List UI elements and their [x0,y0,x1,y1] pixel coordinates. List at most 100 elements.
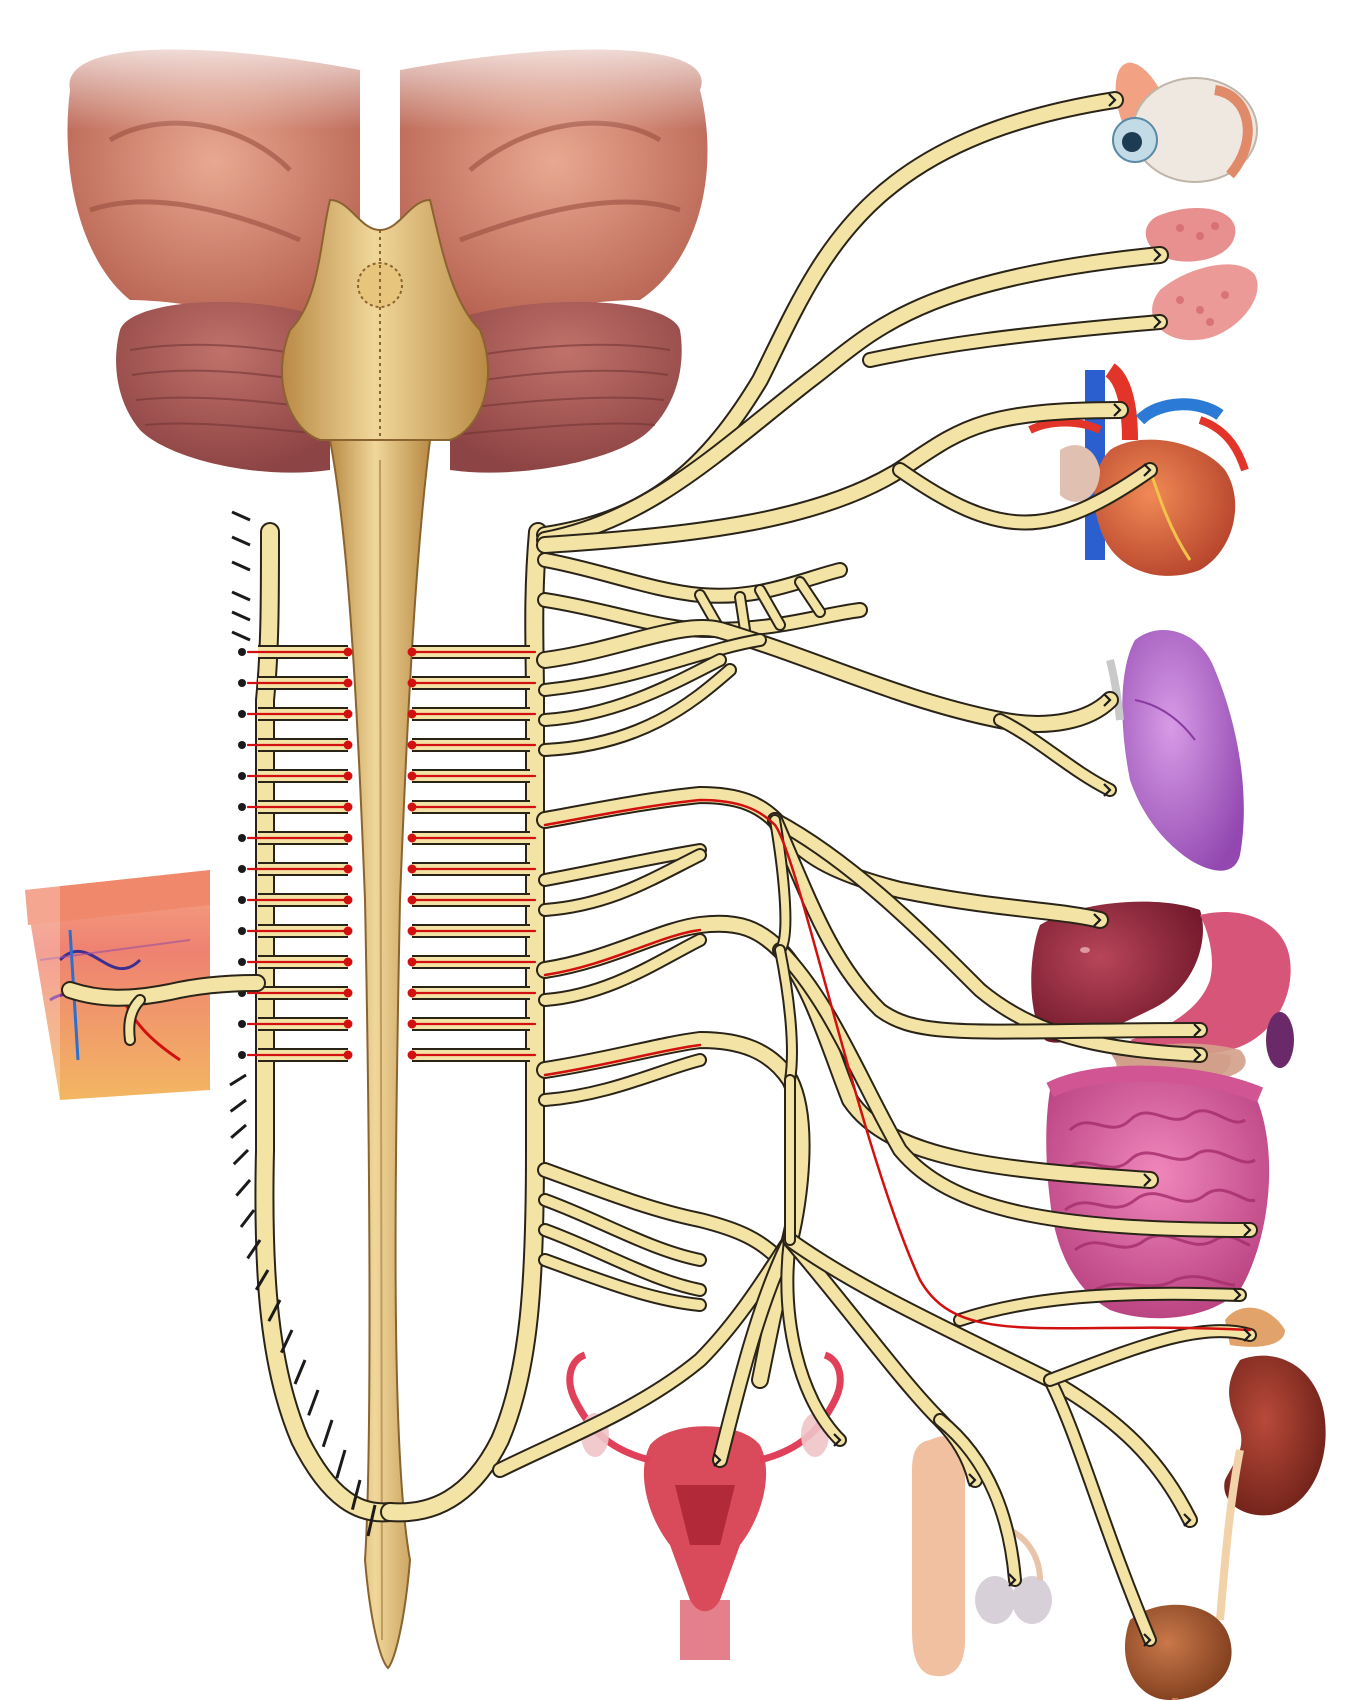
lumbar-4 [538,1253,707,1312]
axon-to-mesenteric [543,1043,702,1077]
nerve-ending [1193,1023,1202,1037]
axon-terminal [407,895,417,905]
gray-ramus [246,1239,262,1260]
gray-ramus [231,590,251,602]
nerve-to-bladder [1043,1373,1157,1647]
nerve-to-salivary-gland-2 [862,314,1168,368]
spinal-cord [328,439,432,1670]
nerve-ending [1193,1048,1202,1062]
ramus-end [238,1051,246,1059]
ramus-end [238,1020,246,1028]
axon-terminal [343,864,353,874]
axon-terminal [343,1050,353,1060]
nerve-to-adrenal [1043,1324,1257,1387]
nerve-ending [1093,913,1102,927]
axon-terminal [407,709,417,719]
gray-ramus [235,1179,252,1197]
gray-ramus [254,1269,270,1291]
nerve-ending [1243,1328,1252,1342]
intestines [1046,1065,1270,1319]
gray-rami-ticks [229,510,377,1537]
lumbar-1 [537,1162,788,1268]
gray-ramus [335,1449,347,1479]
ramus-end [238,710,246,718]
axon-terminal [343,833,353,843]
skin-nerve [61,974,266,1046]
axon-terminal [407,678,417,688]
nerve-endings [713,93,1252,1647]
ramus-end [238,803,246,811]
nerve-ending [1143,463,1152,477]
ramus-end [238,865,246,873]
axon-terminal [343,647,353,657]
axon-to-celiac [543,928,702,977]
ramus-end [238,679,246,687]
spleen [1266,1012,1294,1068]
skin-section [0,850,210,1110]
splanchnic-4 [538,1053,707,1107]
ramus-end [238,772,246,780]
gray-ramus [350,1479,362,1510]
nerve-to-kidney [782,1232,1198,1528]
axon-terminal [407,647,417,657]
gray-ramus [239,1209,256,1228]
axon-terminal [343,926,353,936]
nerve-to-lung [536,618,1119,733]
axon-terminal [343,678,353,688]
gray-ramus [366,1504,377,1537]
lung [1106,630,1244,871]
axon-terminal [343,740,353,750]
nerve-to-stomach [767,812,1208,1040]
gray-ramus [307,1389,320,1416]
gray-ramus [267,1299,282,1322]
ganglion-link-1 [769,814,792,956]
axon-terminal [407,740,417,750]
ramus-end [238,927,246,935]
lumbar-3 [538,1223,707,1297]
nerve-to-salivary-gland [536,246,1169,549]
nerve-to-heart [536,401,1129,554]
splanchnic-2 [538,848,707,917]
nerve-to-lung-5 [538,663,737,757]
axon-terminal [343,957,353,967]
nerve-ending [1143,1173,1152,1187]
gray-ramus [230,1123,247,1139]
nerve-ending [1103,693,1112,707]
preganglionic-axons [246,647,1252,1332]
axon-terminal [343,802,353,812]
cervical-plexus-rungs [694,576,826,636]
ramus-end [238,834,246,842]
gray-ramus [231,630,251,642]
sympathetic-chain-right [380,522,548,1523]
axon-terminal [343,895,353,905]
eye [1112,62,1258,183]
nerve-to-uterus-2 [780,1233,847,1447]
gray-ramus [231,610,251,622]
nerve-ending [1183,1513,1192,1527]
nerve-to-uterus [712,1232,798,1468]
nerve-to-lung-2 [538,633,767,697]
gray-ramus [229,1073,247,1087]
nerve-to-colon [772,942,1258,1238]
axon-terminal [343,709,353,719]
nerve-ending [713,1453,722,1467]
lumbar-2 [538,1193,707,1267]
axon-terminal [407,988,417,998]
male-genitals [912,1436,1052,1677]
axon-terminal [407,1050,417,1060]
salivary-glands [1145,207,1258,341]
nerve-to-adrenal-2 [953,1286,1247,1327]
nerve-to-lung-3 [993,713,1117,797]
autonomic-nerve-pathways [492,91,1258,1647]
axon-terminal [407,957,417,967]
gray-ramus [231,510,251,522]
nerve-ending [1008,1573,1017,1587]
nerve-ending [833,1433,842,1447]
gray-ramus [321,1419,334,1448]
splanchnic-3 [538,933,707,1007]
axon-terminal [407,1019,417,1029]
gray-ramus [229,1098,247,1113]
axon-terminal [343,1019,353,1029]
